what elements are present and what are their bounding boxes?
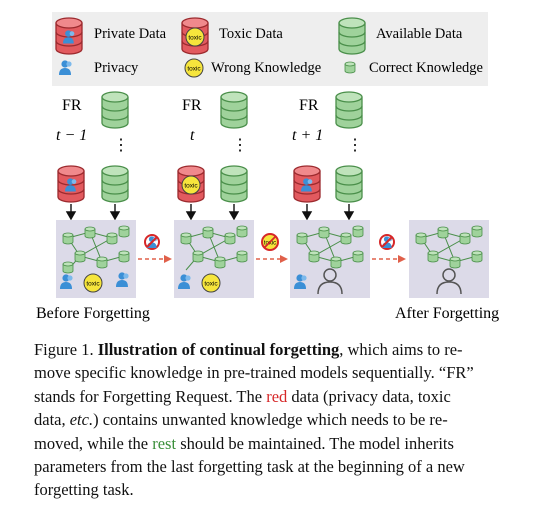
caption-text: should be maintained. The model inherits xyxy=(176,433,454,453)
toxic-data-legend-icon: toxic xyxy=(181,17,209,55)
caption-line-5: moved, while the rest should be maintain… xyxy=(34,432,521,455)
available-data-db-3b xyxy=(335,165,363,203)
caption-text: data (privacy data, toxic xyxy=(287,386,451,406)
private-data-db-3 xyxy=(293,165,321,203)
legend-box xyxy=(52,12,488,86)
before-forgetting-label: Before Forgetting xyxy=(36,305,150,322)
transition-arrow-3 xyxy=(372,234,406,263)
model-panel-2: toxic xyxy=(174,220,254,298)
caption-line-1: Figure 1. Illustration of continual forg… xyxy=(34,338,521,361)
etc-text: etc. xyxy=(69,410,94,430)
wrong-knowledge-legend-icon: toxic xyxy=(184,58,204,78)
time-label-3: t + 1 xyxy=(292,127,323,144)
person-outline xyxy=(317,268,343,295)
caption-line-6: parameters from the last forgetting task… xyxy=(34,457,465,477)
correct-knowledge-legend-icon xyxy=(344,61,356,74)
figure-illustration: Private Data toxic Toxic Data Available … xyxy=(36,12,499,322)
available-data-db-2 xyxy=(220,91,248,129)
model-panel-1: toxic xyxy=(56,220,136,298)
toxic-icon-label: toxic xyxy=(188,35,202,42)
figure-caption: Figure 1. Illustration of continual forg… xyxy=(34,338,521,502)
private-data-legend-icon xyxy=(55,17,83,55)
legend-available-data: Available Data xyxy=(376,26,463,42)
time-label-2: t xyxy=(190,127,195,144)
vertical-dots-2: ⋮ xyxy=(232,137,248,154)
toxic-data-db-2: toxic xyxy=(177,165,205,203)
available-data-legend-icon xyxy=(338,17,366,55)
red-word: red xyxy=(266,386,288,406)
available-data-db-2b xyxy=(220,165,248,203)
legend-correct-knowledge: Correct Knowledge xyxy=(369,60,483,76)
caption-line-4: data, etc.) contains unwanted knowledge … xyxy=(34,408,521,431)
toxic-icon-label: toxic xyxy=(187,66,201,73)
figure-number: Figure 1. xyxy=(34,340,94,359)
model-panel-3 xyxy=(290,220,370,298)
model-panel-4 xyxy=(409,220,489,298)
time-label-1: t − 1 xyxy=(56,127,87,144)
caption-line-2: move specific knowledge in pre-trained m… xyxy=(34,363,474,383)
caption-text: moved, while the xyxy=(34,433,153,453)
green-word: rest xyxy=(152,433,177,453)
available-data-db-1b xyxy=(101,165,129,203)
fr-label-2: FR xyxy=(182,97,202,114)
legend-private-data: Private Data xyxy=(94,26,167,42)
after-forgetting-label: After Forgetting xyxy=(395,305,499,322)
caption-text: ) contains unwanted knowledge which need… xyxy=(93,410,448,430)
caption-text: , which aims to re- xyxy=(339,340,463,359)
toxic-icon-label: toxic xyxy=(184,183,198,190)
toxic-icon-label: toxic xyxy=(204,281,218,288)
toxic-icon-label: toxic xyxy=(264,241,276,247)
forget-toxic-icon: toxic xyxy=(261,233,279,251)
caption-line-3: stands for Forgetting Request. The red d… xyxy=(34,385,521,408)
caption-text: stands for Forgetting Request. The xyxy=(34,386,267,406)
forget-privacy-icon xyxy=(144,234,160,250)
vertical-dots-1: ⋮ xyxy=(113,137,129,154)
person-outline xyxy=(436,268,462,295)
fr-label-1: FR xyxy=(62,97,82,114)
available-data-db-1 xyxy=(101,91,129,129)
caption-text: data, xyxy=(34,410,70,430)
legend-wrong-knowledge: Wrong Knowledge xyxy=(211,60,321,76)
wrong-knowledge-icon: toxic xyxy=(201,273,221,293)
transition-arrow-1 xyxy=(138,234,172,263)
wrong-knowledge-icon: toxic xyxy=(83,273,103,293)
transition-arrow-2: toxic xyxy=(256,233,288,263)
legend-privacy: Privacy xyxy=(94,60,139,76)
available-data-db-3 xyxy=(335,91,363,129)
toxic-icon-label: toxic xyxy=(86,281,100,288)
private-data-db-1 xyxy=(57,165,85,203)
caption-title: Illustration of continual forgetting xyxy=(97,340,340,359)
fr-label-3: FR xyxy=(299,97,319,114)
vertical-dots-3: ⋮ xyxy=(347,137,363,154)
legend-toxic-data: Toxic Data xyxy=(219,26,283,42)
forget-privacy-icon xyxy=(379,234,395,250)
caption-line-7: forgetting task. xyxy=(34,480,134,500)
down-arrows xyxy=(65,204,355,221)
